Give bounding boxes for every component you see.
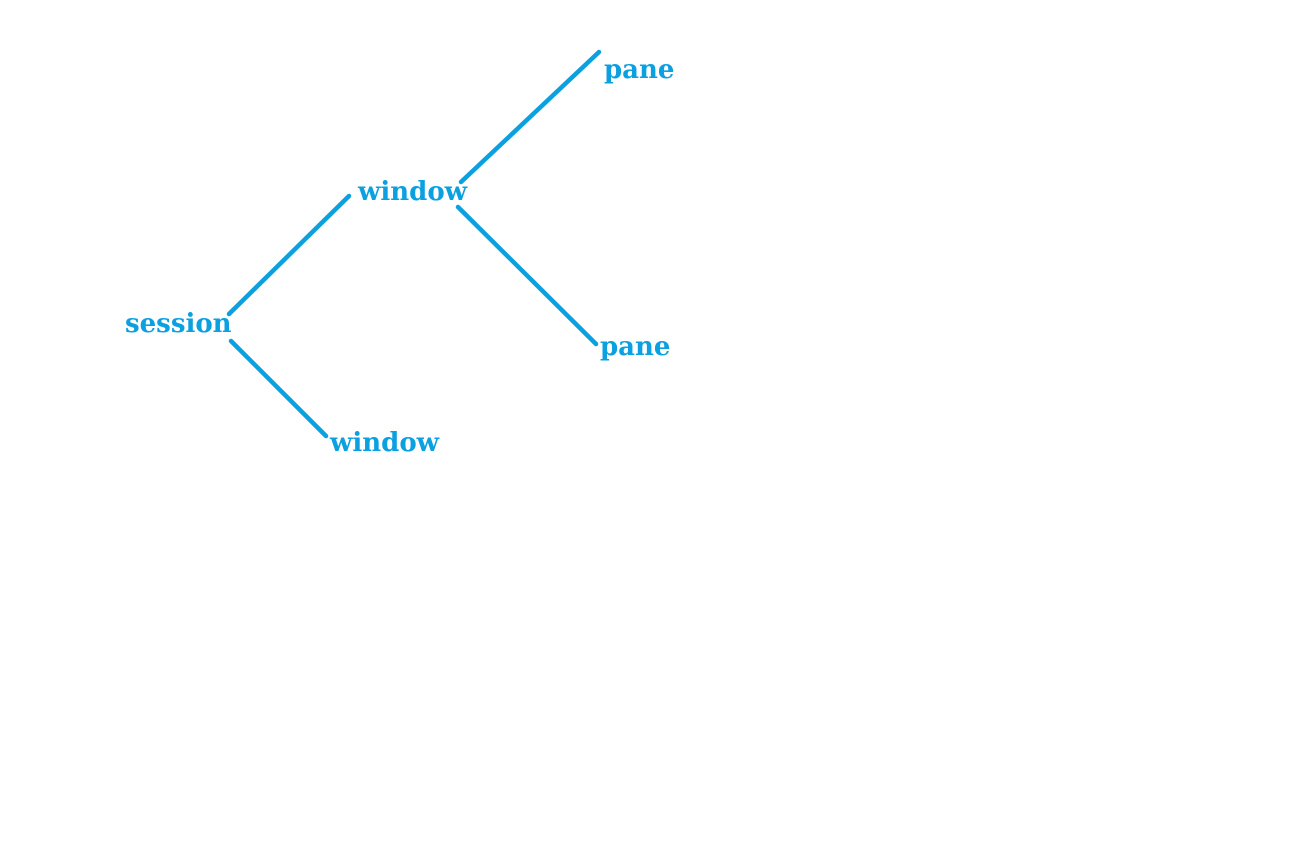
node-pane: pane <box>604 55 675 85</box>
node-window: window <box>358 177 468 207</box>
edge-session-window-2 <box>228 338 329 439</box>
node-window: window <box>330 428 440 458</box>
edge-window-1-pane-1 <box>458 49 602 185</box>
edge-session-window-1 <box>226 193 352 317</box>
node-pane: pane <box>600 332 671 362</box>
node-session: session <box>125 309 232 339</box>
edge-window-1-pane-2 <box>455 204 599 347</box>
